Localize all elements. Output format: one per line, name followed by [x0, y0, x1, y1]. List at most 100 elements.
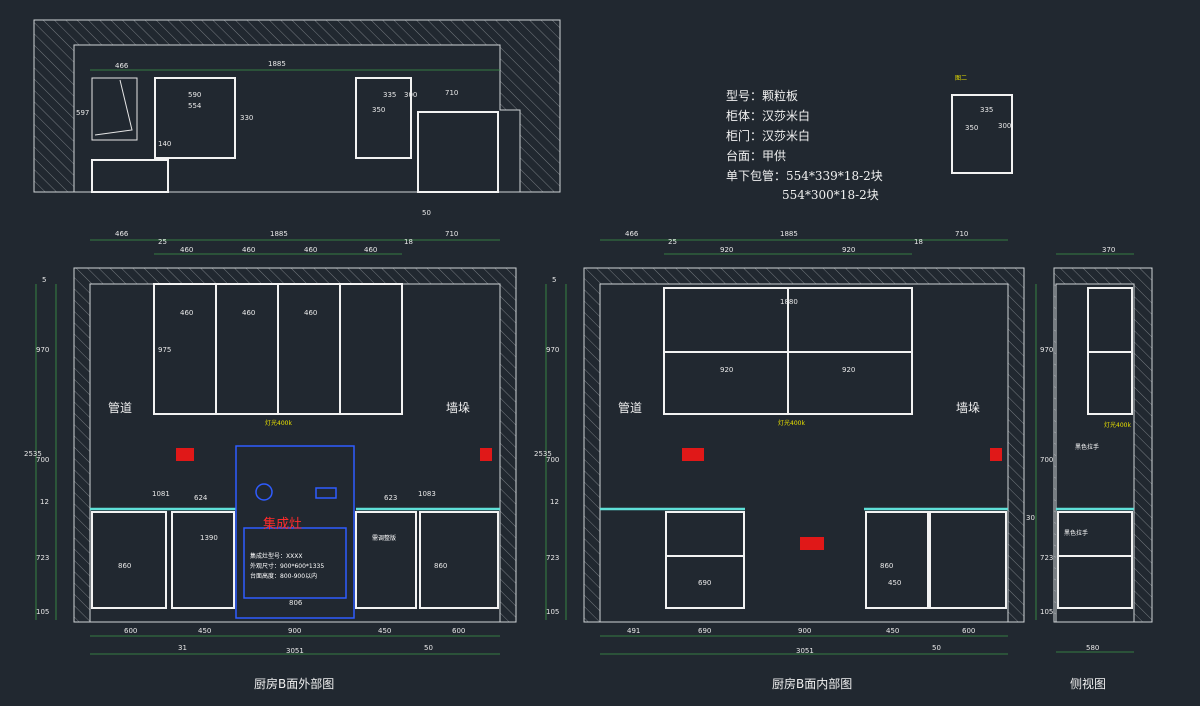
plan-base-cabinet-right: [417, 111, 499, 193]
inner-dim-18: 18: [914, 238, 923, 246]
inner-dim-723: 723: [546, 554, 559, 562]
plan-dim-710: 710: [445, 89, 458, 97]
inner-b-50: 50: [932, 644, 941, 652]
outer-dim-460-4: 460: [364, 246, 377, 254]
plan-view: 466 1885 710 590 554 330 597 140 350 335…: [33, 19, 561, 217]
side-view-title: 侧视图: [1070, 676, 1106, 691]
side-dim-105: 105: [1040, 608, 1053, 616]
detail-dim-335: 335: [980, 106, 993, 114]
inner-dim-1880: 1880: [780, 298, 798, 306]
outer-dim-970: 970: [36, 346, 49, 354]
plan-dim-300: 300: [404, 91, 417, 99]
inner-base-cab-mid: [865, 511, 929, 609]
outer-dim-700: 700: [36, 456, 49, 464]
outer-dim-624: 624: [194, 494, 208, 502]
inner-dim-466: 466: [625, 230, 639, 238]
integrated-stove-label: 集成灶: [263, 516, 302, 532]
outer-dim-1083: 1083: [418, 490, 436, 498]
plan-dim-50: 50: [422, 209, 431, 217]
inner-light-strip: 灯光400k: [778, 419, 805, 427]
outer-b-900: 900: [288, 627, 301, 635]
inner-dim-5: 5: [552, 276, 556, 284]
inner-dim-920-a: 920: [720, 366, 733, 374]
stove-info-2: 外观尺寸：900*600*1335: [250, 562, 324, 570]
inner-socket-center: [800, 537, 824, 550]
spec-countertop: 台面：甲供: [726, 148, 786, 163]
inner-b-900: 900: [798, 627, 811, 635]
inner-view-title: 厨房B面内部图: [772, 676, 852, 691]
plan-tall-cabinet: [355, 77, 412, 159]
stove-info-1: 集成灶型号：XXXX: [250, 552, 302, 560]
outer-b-450-b: 450: [378, 627, 391, 635]
outer-dim-105: 105: [36, 608, 49, 616]
plan-dim-330: 330: [240, 114, 253, 122]
outer-dim-723: 723: [36, 554, 49, 562]
outer-base-1390: 1390: [200, 534, 218, 542]
inner-dim-970: 970: [546, 346, 559, 354]
side-dim-370: 370: [1102, 246, 1115, 254]
side-light-strip: 灯光400k: [1104, 421, 1131, 429]
outer-dim-460-3: 460: [304, 246, 317, 254]
outer-base-cab-4: [419, 511, 499, 609]
outer-stove-cab-note: 需调整版: [372, 534, 396, 542]
integrated-stove: [235, 445, 355, 619]
inner-dim-690: 690: [698, 579, 711, 587]
outer-base-cab-3: [355, 511, 417, 609]
side-dim-723: 723: [1040, 554, 1053, 562]
stove-info-3: 台面高度：800-900以内: [250, 572, 317, 580]
stove-burner-right: [315, 487, 337, 499]
outer-socket-right: [480, 448, 492, 461]
plan-room-area: [73, 44, 521, 193]
plan-dim-590: 590: [188, 91, 201, 99]
outer-dim-1081: 1081: [152, 490, 170, 498]
detail-figure: 图二 350 335 300: [951, 75, 1013, 174]
inner-b-600: 600: [962, 627, 975, 635]
stove-dim-806: 806: [289, 599, 303, 607]
plan-upper-cabinet: [154, 77, 236, 159]
inner-dim-top-920-b: 920: [842, 246, 855, 254]
plan-dim-597: 597: [76, 109, 89, 117]
outer-dim-460-1: 460: [180, 246, 193, 254]
outer-b-450-a: 450: [198, 627, 211, 635]
outer-socket-left: [176, 448, 194, 461]
outer-dim-18: 18: [404, 238, 413, 246]
inner-dim-450: 450: [888, 579, 901, 587]
outer-dim-710: 710: [445, 230, 458, 238]
outer-room: [89, 283, 501, 623]
detail-dim-350: 350: [965, 124, 978, 132]
detail-figure-tag: 图二: [955, 75, 967, 82]
outer-base-860-b: 860: [434, 562, 447, 570]
side-note-1: 黑色拉手: [1075, 443, 1099, 451]
outer-dim-460-2: 460: [242, 246, 255, 254]
outer-base-cab-2: [171, 511, 235, 609]
inner-dim-top-920-a: 920: [720, 246, 733, 254]
side-dim-700: 700: [1040, 456, 1053, 464]
integrated-stove-oven: [243, 527, 347, 599]
inner-dim-860: 860: [880, 562, 893, 570]
plan-dim-554: 554: [188, 102, 202, 110]
outer-upper-460-a: 460: [180, 309, 193, 317]
spec-model: 型号：颗粒板: [726, 88, 798, 103]
side-room: [1055, 283, 1135, 623]
outer-base-860-a: 860: [118, 562, 131, 570]
side-dim-30: 30: [1026, 514, 1035, 522]
inner-elevation: 1880 920 920 灯光400k 管道 墙垛 690 450 860 46…: [534, 230, 1025, 691]
plan-dim-350: 350: [372, 106, 385, 114]
outer-view-title: 厨房B面外部图: [254, 676, 334, 691]
inner-dim-710: 710: [955, 230, 968, 238]
spec-sink-wrap-2: 554*300*18-2块: [782, 188, 879, 202]
plan-base-cabinet-left: [91, 159, 169, 193]
plan-dim-1885: 1885: [268, 60, 286, 68]
outer-b-31: 31: [178, 644, 187, 652]
plan-dim-140: 140: [158, 140, 171, 148]
side-dim-580: 580: [1086, 644, 1099, 652]
outer-b-600-a: 600: [124, 627, 137, 635]
outer-pipe-label: 管道: [108, 400, 132, 415]
detail-cabinet: [951, 94, 1013, 174]
inner-b-690: 690: [698, 627, 711, 635]
inner-dim-1885: 1885: [780, 230, 798, 238]
outer-b-50: 50: [424, 644, 433, 652]
plan-corner-cabinet: [91, 77, 138, 141]
outer-wall-stack-label: 墙垛: [446, 400, 470, 415]
